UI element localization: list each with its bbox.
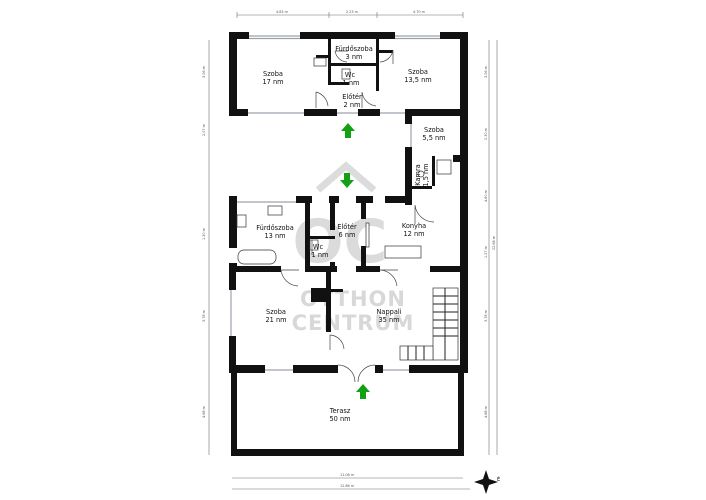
watermark-roof-icon (315, 161, 377, 193)
arrow-down-icon (340, 173, 354, 188)
room-wc-1b-area: 1 nm (312, 251, 329, 259)
room-eloter-6-area: 6 nm (339, 231, 356, 239)
dim-right-1: 3.06 m (484, 65, 488, 78)
toilet-icon-3 (309, 239, 319, 251)
dimension-lines: 4.83 m 2.23 m 4.70 m 11.08 m 12.86 m 3.0… (202, 10, 498, 490)
dim-top-3: 4.70 m (413, 10, 426, 14)
room-szoba-21-area: 21 nm (265, 316, 286, 324)
room-wc-1-area: 1 nm (343, 79, 360, 87)
shower-icon (436, 159, 452, 175)
room-konyha-area: 12 nm (403, 230, 424, 238)
toilet-icon (341, 68, 351, 80)
kitchen-counter-icon (384, 245, 422, 259)
room-szoba-55-name: Szoba (424, 126, 444, 134)
room-szoba-17-name: Szoba (263, 70, 283, 78)
arrow-up-icon-2 (356, 384, 370, 399)
room-wc-1-name: Wc (345, 71, 356, 79)
room-eloter-2-area: 2 nm (344, 101, 361, 109)
room-szoba-135-name: Szoba (408, 68, 428, 76)
sink-icon (313, 57, 327, 67)
dim-left-3: 1.30 m (202, 227, 206, 240)
room-furdoszoba-3-area: 3 nm (346, 53, 363, 61)
dim-right-3: 4.80 m (484, 189, 488, 202)
dim-right-4: 1.27 m (484, 245, 488, 258)
dim-right-2: 2.30 m (484, 127, 488, 140)
dim-right-total: 22.68 m (492, 235, 496, 250)
fixtures (236, 57, 459, 361)
dim-left-2: 2.07 m (202, 123, 206, 136)
staircase-icon (399, 287, 459, 361)
room-szoba-21-name: Szoba (266, 308, 286, 316)
boiler-icon (417, 170, 425, 178)
room-konyha-name: Konyha (402, 222, 426, 230)
arrow-up-icon (341, 123, 355, 138)
dim-top-2: 2.23 m (346, 10, 359, 14)
dim-bottom-1: 11.08 m (340, 473, 355, 477)
room-furdoszoba-3-name: Fürdőszoba (335, 44, 373, 53)
dim-left-1: 3.06 m (202, 65, 206, 78)
room-szoba-55-area: 5,5 nm (422, 134, 445, 142)
room-terasz-area: 50 nm (329, 415, 350, 423)
watermark-line2: CENTRUM (292, 311, 415, 335)
room-wc-1b-name: Wc (313, 243, 324, 251)
room-nappali-name: Nappali (376, 308, 401, 316)
dim-left-4: 3.78 m (202, 309, 206, 322)
room-furdoszoba-13-area: 13 nm (264, 232, 285, 240)
room-furdoszoba-13-name: Fürdőszoba (256, 223, 294, 232)
compass-label: É (497, 475, 500, 483)
room-szoba-135-area: 13,5 nm (404, 76, 431, 84)
counter-icon (365, 222, 370, 248)
room-terasz-name: Terasz (329, 407, 351, 415)
room-kamra-area: 1,5 nm (422, 163, 430, 186)
entrance-arrows (340, 123, 370, 399)
compass: É (474, 470, 500, 494)
dim-top-1: 4.83 m (276, 10, 289, 14)
dim-right-6: 4.68 m (484, 405, 488, 418)
bathtub-icon (237, 249, 277, 265)
dim-bottom-2: 12.86 m (340, 484, 355, 488)
room-labels: Szoba 17 nm Fürdőszoba 3 nm Wc 1 nm Előt… (256, 44, 445, 423)
dim-left-5: 4.68 m (202, 405, 206, 418)
dim-right-5: 3.78 m (484, 309, 488, 322)
room-eloter-2-name: Előtér (342, 92, 362, 101)
doors (280, 49, 435, 383)
compass-rose-icon (474, 470, 498, 494)
sink-icon-2 (267, 205, 283, 216)
walls (229, 32, 468, 456)
room-kamra-name: Kamra (414, 164, 422, 185)
room-szoba-17-area: 17 nm (262, 78, 283, 86)
room-nappali-area: 35 nm (378, 316, 399, 324)
toilet-icon-2 (236, 214, 247, 228)
room-eloter-6-name: Előtér (337, 222, 357, 231)
